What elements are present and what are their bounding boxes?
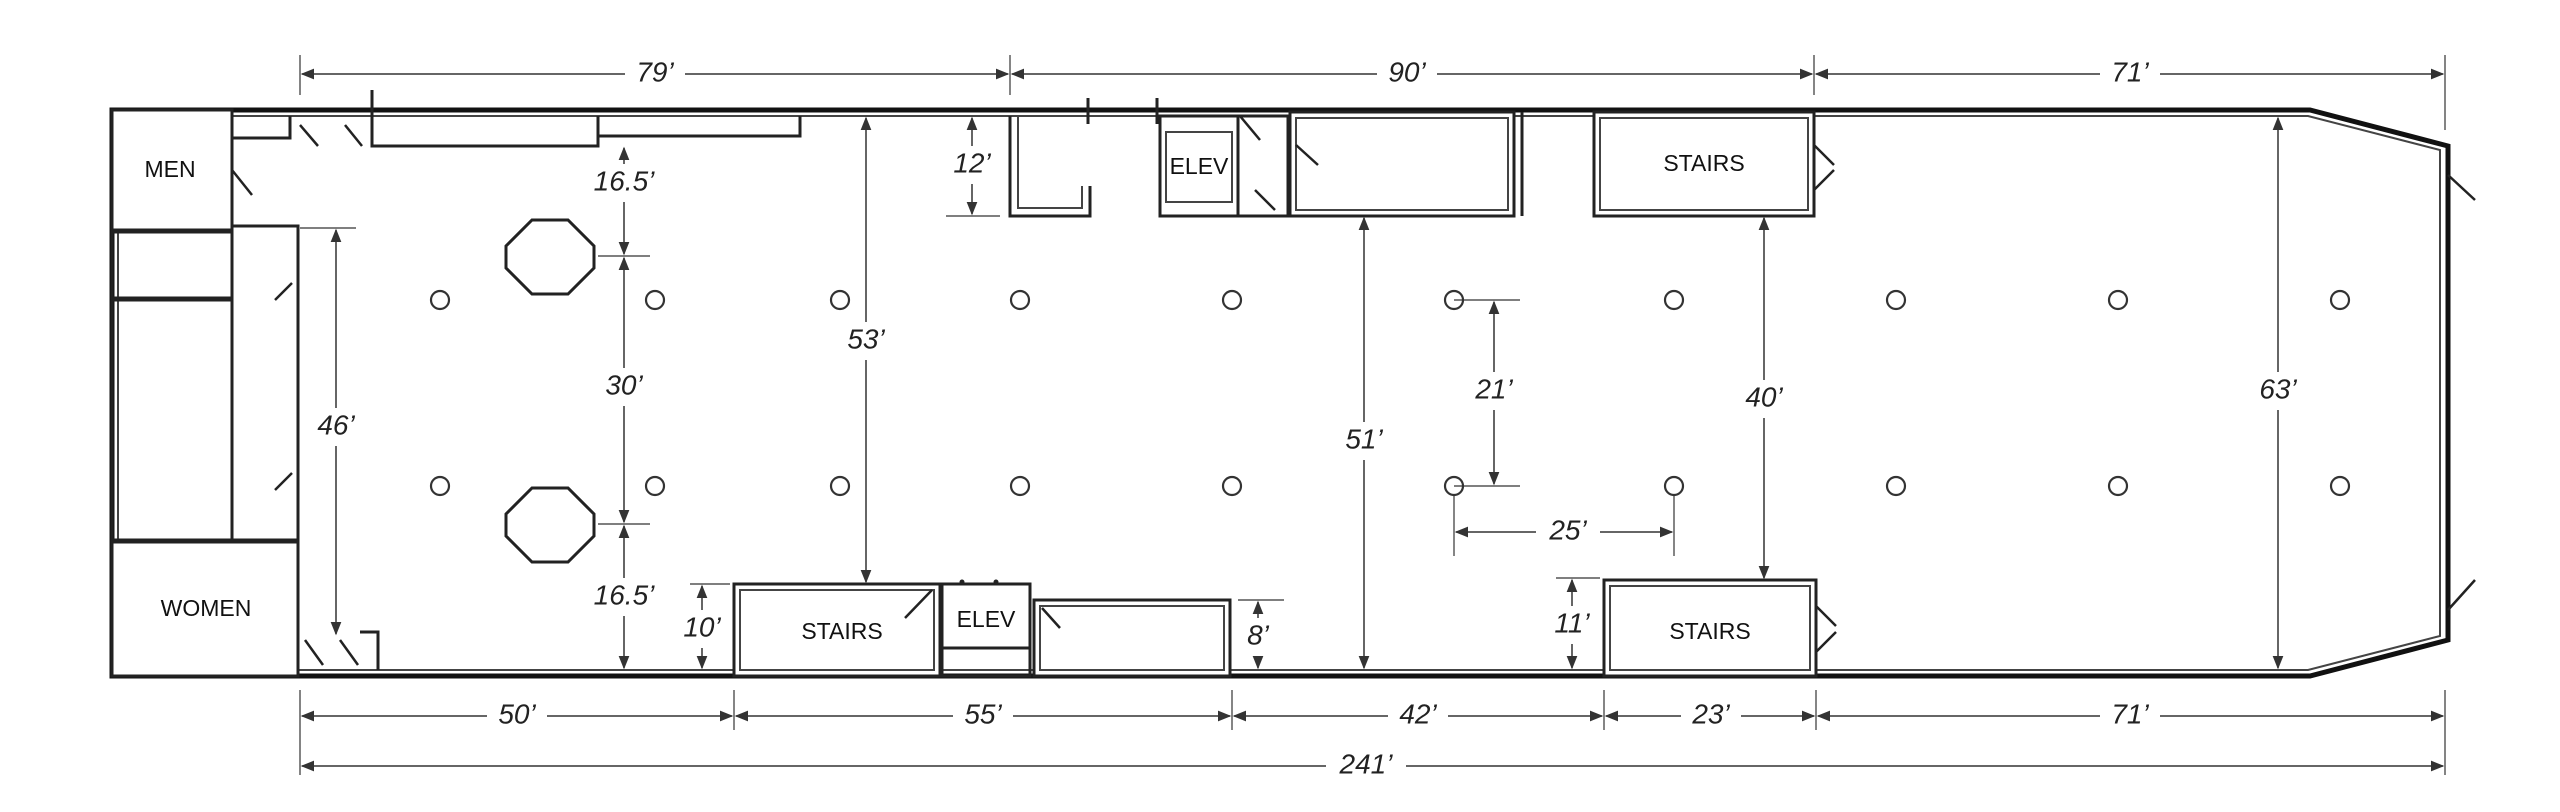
room-label-stairs-bottom-right: STAIRS [1669,618,1750,644]
column [1221,475,1243,497]
dim-col-v: 21’ [1474,373,1513,404]
room-label-women: WOMEN [161,595,252,621]
octagon-features [504,218,596,564]
dim-top-mid: 90’ [1388,56,1426,87]
octagon-top [504,218,596,296]
dim-overall: 241’ [1339,748,1394,779]
restroom-block [110,90,802,678]
room-label-men: MEN [144,156,195,182]
column [1221,289,1243,311]
room-label-stairs-top: STAIRS [1663,150,1744,176]
column [829,475,851,497]
column [2107,289,2129,311]
dim-lower-gap: 16.5’ [594,579,655,610]
room-label-elev-bottom: ELEV [957,606,1016,632]
dimension-labels: 79’ 90’ 71’ 50’ 55’ 42’ 23’ 71’ 241’ 46’… [308,56,2306,784]
column [644,289,666,311]
dim-mid-gap: 30’ [605,369,643,400]
column [1663,289,1685,311]
dim-top-right: 71’ [2111,56,2149,87]
service-room-bottom [1032,598,1232,678]
column [429,289,451,311]
column [1885,289,1907,311]
dim-40: 40’ [1745,381,1783,412]
top-service-rooms [1008,98,1835,218]
column-grid [429,289,2351,497]
stairs-bottom-mid [732,582,942,678]
stairs-bottom-right [1602,578,1818,678]
column [1009,475,1031,497]
column [1885,475,1907,497]
dim-bottom-2: 55’ [964,698,1002,729]
men-room [110,108,234,232]
dim-bottom-1: 50’ [498,698,536,729]
dim-col-h: 25’ [1548,514,1587,545]
dim-53: 53’ [847,323,885,354]
dim-bottom-4: 23’ [1691,698,1730,729]
service-room-top [1288,110,1516,218]
octagon-bottom [504,486,596,564]
room-label-elev-top: ELEV [1170,153,1229,179]
dim-top-left: 79’ [636,56,674,87]
dim-bottom-3: 42’ [1399,698,1437,729]
column [2329,475,2351,497]
dim-left-height: 46’ [317,409,355,440]
dim-bottom-5: 71’ [2111,698,2149,729]
dim-stair-depth: 10’ [683,611,721,642]
column [829,289,851,311]
room-label-stairs-bottom-mid: STAIRS [801,618,882,644]
dim-bay-depth: 8’ [1247,619,1270,650]
column [2107,475,2129,497]
column [644,475,666,497]
dim-51: 51’ [1345,423,1383,454]
stairs-top [1592,110,1816,218]
dim-stair-depth-right: 11’ [1554,607,1590,638]
dim-top-recess: 12’ [953,147,991,178]
bottom-service-rooms [732,578,1837,678]
women-room [110,540,300,678]
column [429,475,451,497]
column [2329,289,2351,311]
dim-63: 63’ [2259,373,2297,404]
room-labels: MEN WOMEN ELEV ELEV STAIRS STAIRS STAIRS [144,150,1750,644]
column [1009,289,1031,311]
dim-upper-gap: 16.5’ [594,165,655,196]
column [1663,475,1685,497]
